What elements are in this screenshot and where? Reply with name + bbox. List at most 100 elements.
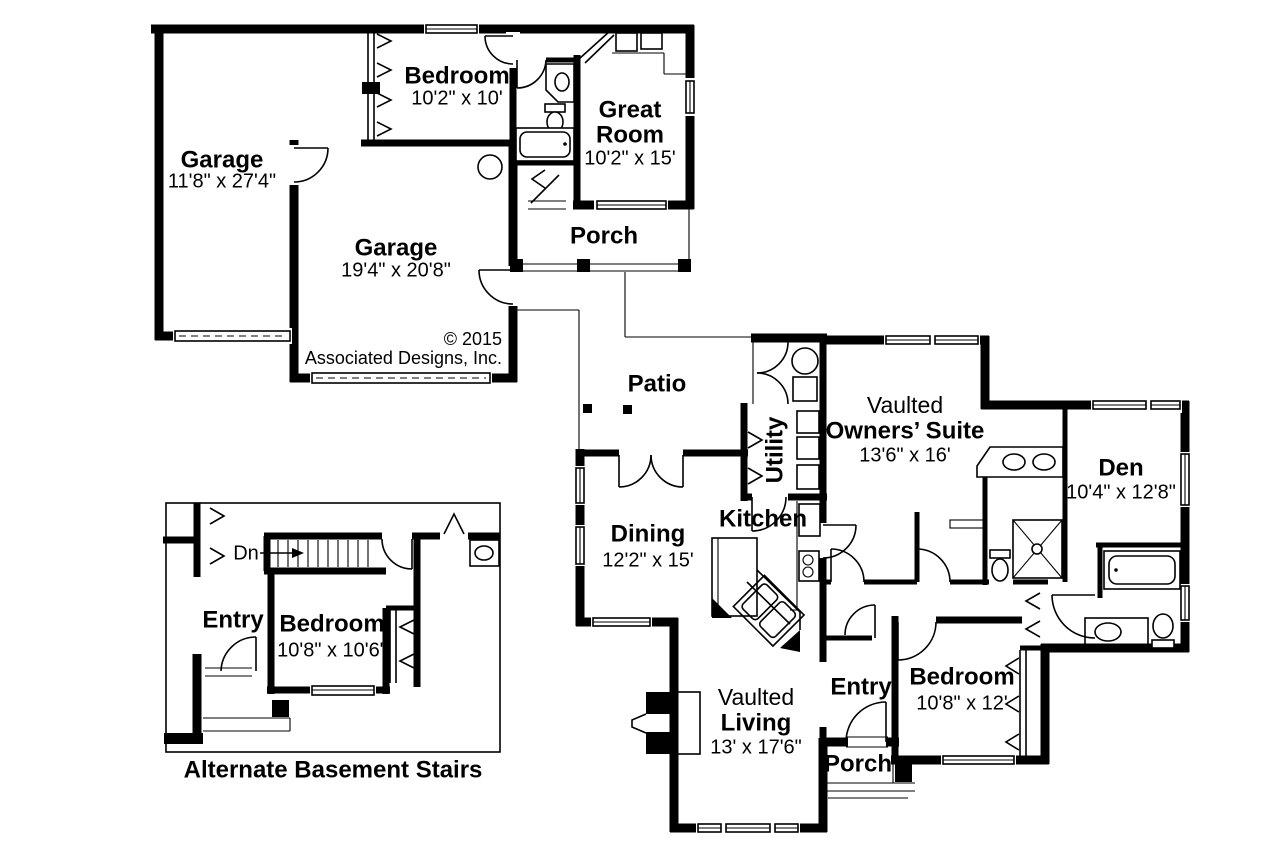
steps bbox=[164, 700, 291, 744]
room-label-kitchen: Kitchen bbox=[719, 505, 807, 532]
room-label-entry-inset: Entry bbox=[202, 606, 264, 633]
room-label-great-room: Room bbox=[596, 121, 664, 148]
door bbox=[484, 32, 520, 68]
cabinets bbox=[612, 32, 686, 75]
inset-caption: Alternate Basement Stairs bbox=[184, 756, 483, 783]
room-label-owners-suite: Owners’ Suite bbox=[826, 417, 985, 444]
toilet-icon bbox=[544, 103, 566, 133]
bedroom-lower bbox=[895, 616, 1045, 756]
window bbox=[591, 614, 652, 630]
door bbox=[205, 636, 257, 677]
utility-room bbox=[740, 403, 827, 532]
water-heater-icon bbox=[791, 347, 819, 375]
room-label-patio: Patio bbox=[628, 370, 687, 397]
garage-door bbox=[310, 370, 492, 386]
room-dims-dining: 12'2" x 15' bbox=[602, 549, 693, 571]
stairs-dn-label: Dn bbox=[233, 542, 259, 564]
mech-closet bbox=[752, 341, 819, 405]
sink-nook bbox=[469, 539, 500, 567]
window bbox=[424, 21, 479, 37]
room-dims-bedroom-upper: 10'2" x 10' bbox=[411, 87, 502, 109]
kitchen-island bbox=[711, 537, 806, 652]
window bbox=[696, 820, 800, 836]
porch-rail bbox=[510, 209, 691, 272]
linen-closet bbox=[1024, 592, 1041, 638]
room-label-entry: Entry bbox=[830, 673, 892, 700]
washer-icon bbox=[796, 410, 820, 434]
basement-stairs-inset: Dn Entry Bedroom 10'8" x 10'6" Alternate… bbox=[163, 502, 501, 783]
door bbox=[478, 266, 520, 306]
window bbox=[594, 198, 668, 212]
vanity bbox=[1084, 617, 1149, 647]
room-label-bedroom-lower: Bedroom bbox=[909, 663, 1014, 690]
down-arrow-icon bbox=[292, 548, 304, 558]
room-label-bedroom-upper: Bedroom bbox=[404, 62, 509, 89]
room-dims-den: 10'4" x 12'8" bbox=[1066, 481, 1176, 503]
furnace-icon bbox=[792, 376, 818, 402]
refrigerator-icon bbox=[798, 503, 821, 537]
room-dims-living: 13' x 17'6" bbox=[710, 736, 801, 758]
utility-sink-icon bbox=[796, 464, 820, 490]
window bbox=[1177, 452, 1193, 622]
sink-icon bbox=[1094, 622, 1122, 642]
closet bbox=[389, 610, 415, 683]
kitchen-counters bbox=[711, 501, 821, 652]
door bbox=[287, 145, 329, 185]
room-label-utility: Utility bbox=[761, 416, 788, 483]
closet bbox=[362, 33, 393, 141]
shelf bbox=[949, 519, 985, 529]
room-label-great: Great bbox=[599, 96, 662, 123]
front-porch bbox=[822, 746, 915, 799]
room-label-living-vaulted: Vaulted bbox=[718, 684, 794, 710]
room-label-garage-left: Garage bbox=[181, 146, 264, 173]
window bbox=[941, 752, 1016, 768]
copyright-company: Associated Designs, Inc. bbox=[305, 348, 502, 368]
room-dims-garage-left: 11'8" x 27'4" bbox=[168, 170, 276, 192]
toilet-icon bbox=[989, 549, 1011, 582]
hall-walls bbox=[823, 512, 1048, 585]
fireplace-icon bbox=[578, 30, 615, 64]
sink-icon bbox=[1032, 453, 1056, 471]
door bbox=[527, 169, 567, 212]
kitchen-sink-icon bbox=[732, 574, 806, 648]
garage-complex: Garage 11'8" x 27'4" Bedroom 10'2" x 10'… bbox=[151, 21, 754, 450]
dryer-icon bbox=[796, 436, 820, 460]
entry-area bbox=[823, 604, 888, 748]
room-label-garage-main: Garage bbox=[355, 234, 438, 261]
window bbox=[310, 683, 376, 697]
door bbox=[822, 524, 857, 559]
main-house: Patio Utility Vaulted Owners’ Suite 13'6… bbox=[572, 332, 1193, 836]
den-bath bbox=[1024, 542, 1189, 649]
room-label-porch-front: Porch bbox=[824, 750, 892, 777]
room-dims-bedroom-lower: 10'8" x 12' bbox=[916, 692, 1007, 714]
patio-boundary bbox=[513, 272, 754, 450]
water-heater-icon bbox=[477, 154, 503, 180]
fireplace-icon bbox=[631, 691, 701, 755]
cooktop-icon bbox=[798, 550, 820, 582]
sink-icon bbox=[1002, 453, 1026, 471]
garage-door bbox=[173, 328, 292, 344]
room-label-porch-upper: Porch bbox=[570, 222, 638, 249]
room-label-dining: Dining bbox=[611, 520, 686, 547]
window bbox=[884, 332, 980, 348]
sink-icon bbox=[474, 545, 494, 561]
room-label-living: Living bbox=[721, 709, 792, 736]
window bbox=[683, 78, 698, 116]
door bbox=[516, 59, 547, 89]
shower-icon bbox=[1012, 519, 1063, 579]
owners-bath bbox=[976, 401, 1068, 585]
room-dims-garage-main: 19'4" x 20'8" bbox=[341, 259, 451, 281]
room-label-bedroom-inset: Bedroom bbox=[279, 610, 384, 637]
room-dims-great-room: 10'2" x 15' bbox=[584, 147, 675, 169]
bathroom-sink-icon bbox=[545, 63, 575, 103]
toilet-icon bbox=[1151, 613, 1175, 649]
stairs bbox=[260, 532, 386, 575]
inset-border bbox=[165, 502, 501, 753]
room-label-den: Den bbox=[1098, 454, 1143, 481]
bathtub-icon bbox=[515, 127, 575, 162]
window bbox=[572, 466, 588, 566]
french-doors bbox=[618, 454, 684, 488]
bathtub-icon bbox=[1103, 550, 1181, 590]
